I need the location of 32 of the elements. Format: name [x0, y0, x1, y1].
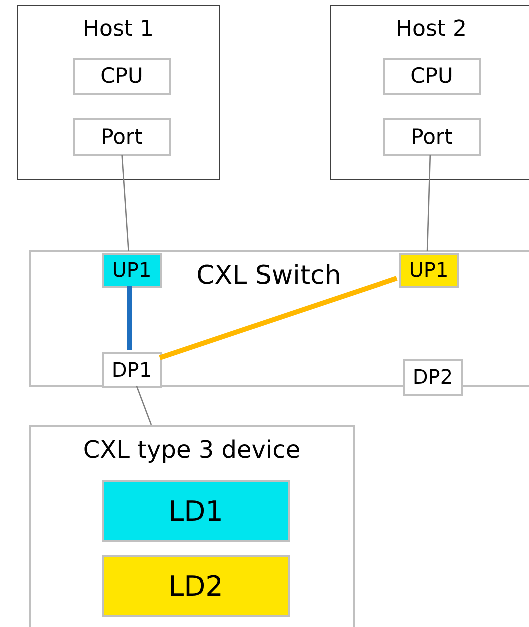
port-box: [73, 118, 171, 156]
node-label: Port: [411, 124, 453, 150]
host-box: [17, 5, 220, 180]
port-box: [102, 352, 162, 388]
node-label: Host 2: [396, 16, 468, 44]
port-box: [399, 253, 459, 288]
cpu-box: [73, 58, 171, 95]
cpu-box: [383, 58, 481, 95]
node-label: UP1: [112, 258, 152, 283]
node-label: UP1: [409, 258, 449, 283]
node-label: CPU: [100, 63, 144, 90]
node-label: Host 1: [82, 16, 154, 44]
node-label: DP2: [412, 365, 454, 390]
node-label: DP1: [112, 358, 152, 382]
connector-line: [426, 154, 432, 252]
connector-line: [128, 286, 132, 350]
connector-line: [159, 276, 398, 360]
node-label: CXL Switch: [196, 260, 342, 292]
node-label: CXL type 3 device: [83, 435, 301, 465]
port-box: [383, 118, 481, 156]
device-box: [29, 425, 355, 627]
logical-device-box: [102, 480, 290, 542]
port-box: [102, 253, 162, 288]
port-box: [403, 359, 463, 396]
node-label: LD1: [168, 494, 224, 528]
node-label: LD2: [168, 568, 224, 604]
connector-line: [136, 386, 152, 426]
node-label: CPU: [410, 63, 454, 90]
logical-device-box: [102, 555, 290, 617]
host-box: [330, 5, 529, 180]
connector-line: [122, 154, 130, 252]
node-label: Port: [101, 124, 143, 150]
